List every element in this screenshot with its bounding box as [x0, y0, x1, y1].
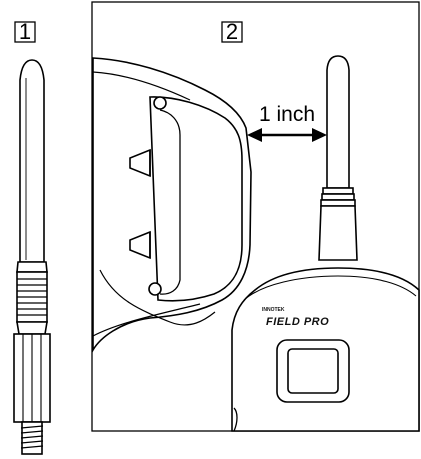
step-1-label: 1: [19, 19, 31, 44]
step-1-box: [14, 21, 36, 43]
brand-small-text: INNOTEK: [262, 307, 285, 313]
collar-receiver: [92, 57, 252, 353]
arrowhead-left-icon: [247, 128, 262, 142]
brand-main-text: FIELD PRO: [266, 316, 329, 328]
distance-label: 1 inch: [259, 103, 315, 126]
antenna-part: [13, 59, 51, 455]
transmitter-screen: [287, 348, 339, 394]
step-2-box: [221, 21, 243, 43]
distance-arrow: [247, 128, 327, 142]
panel-1: 1: [13, 19, 51, 455]
step-2-label: 2: [226, 19, 238, 44]
transmitter-body: [231, 267, 420, 432]
transmitter-antenna: [318, 55, 358, 261]
arrowhead-right-icon: [312, 128, 327, 142]
panel-2: 2: [91, 1, 420, 432]
